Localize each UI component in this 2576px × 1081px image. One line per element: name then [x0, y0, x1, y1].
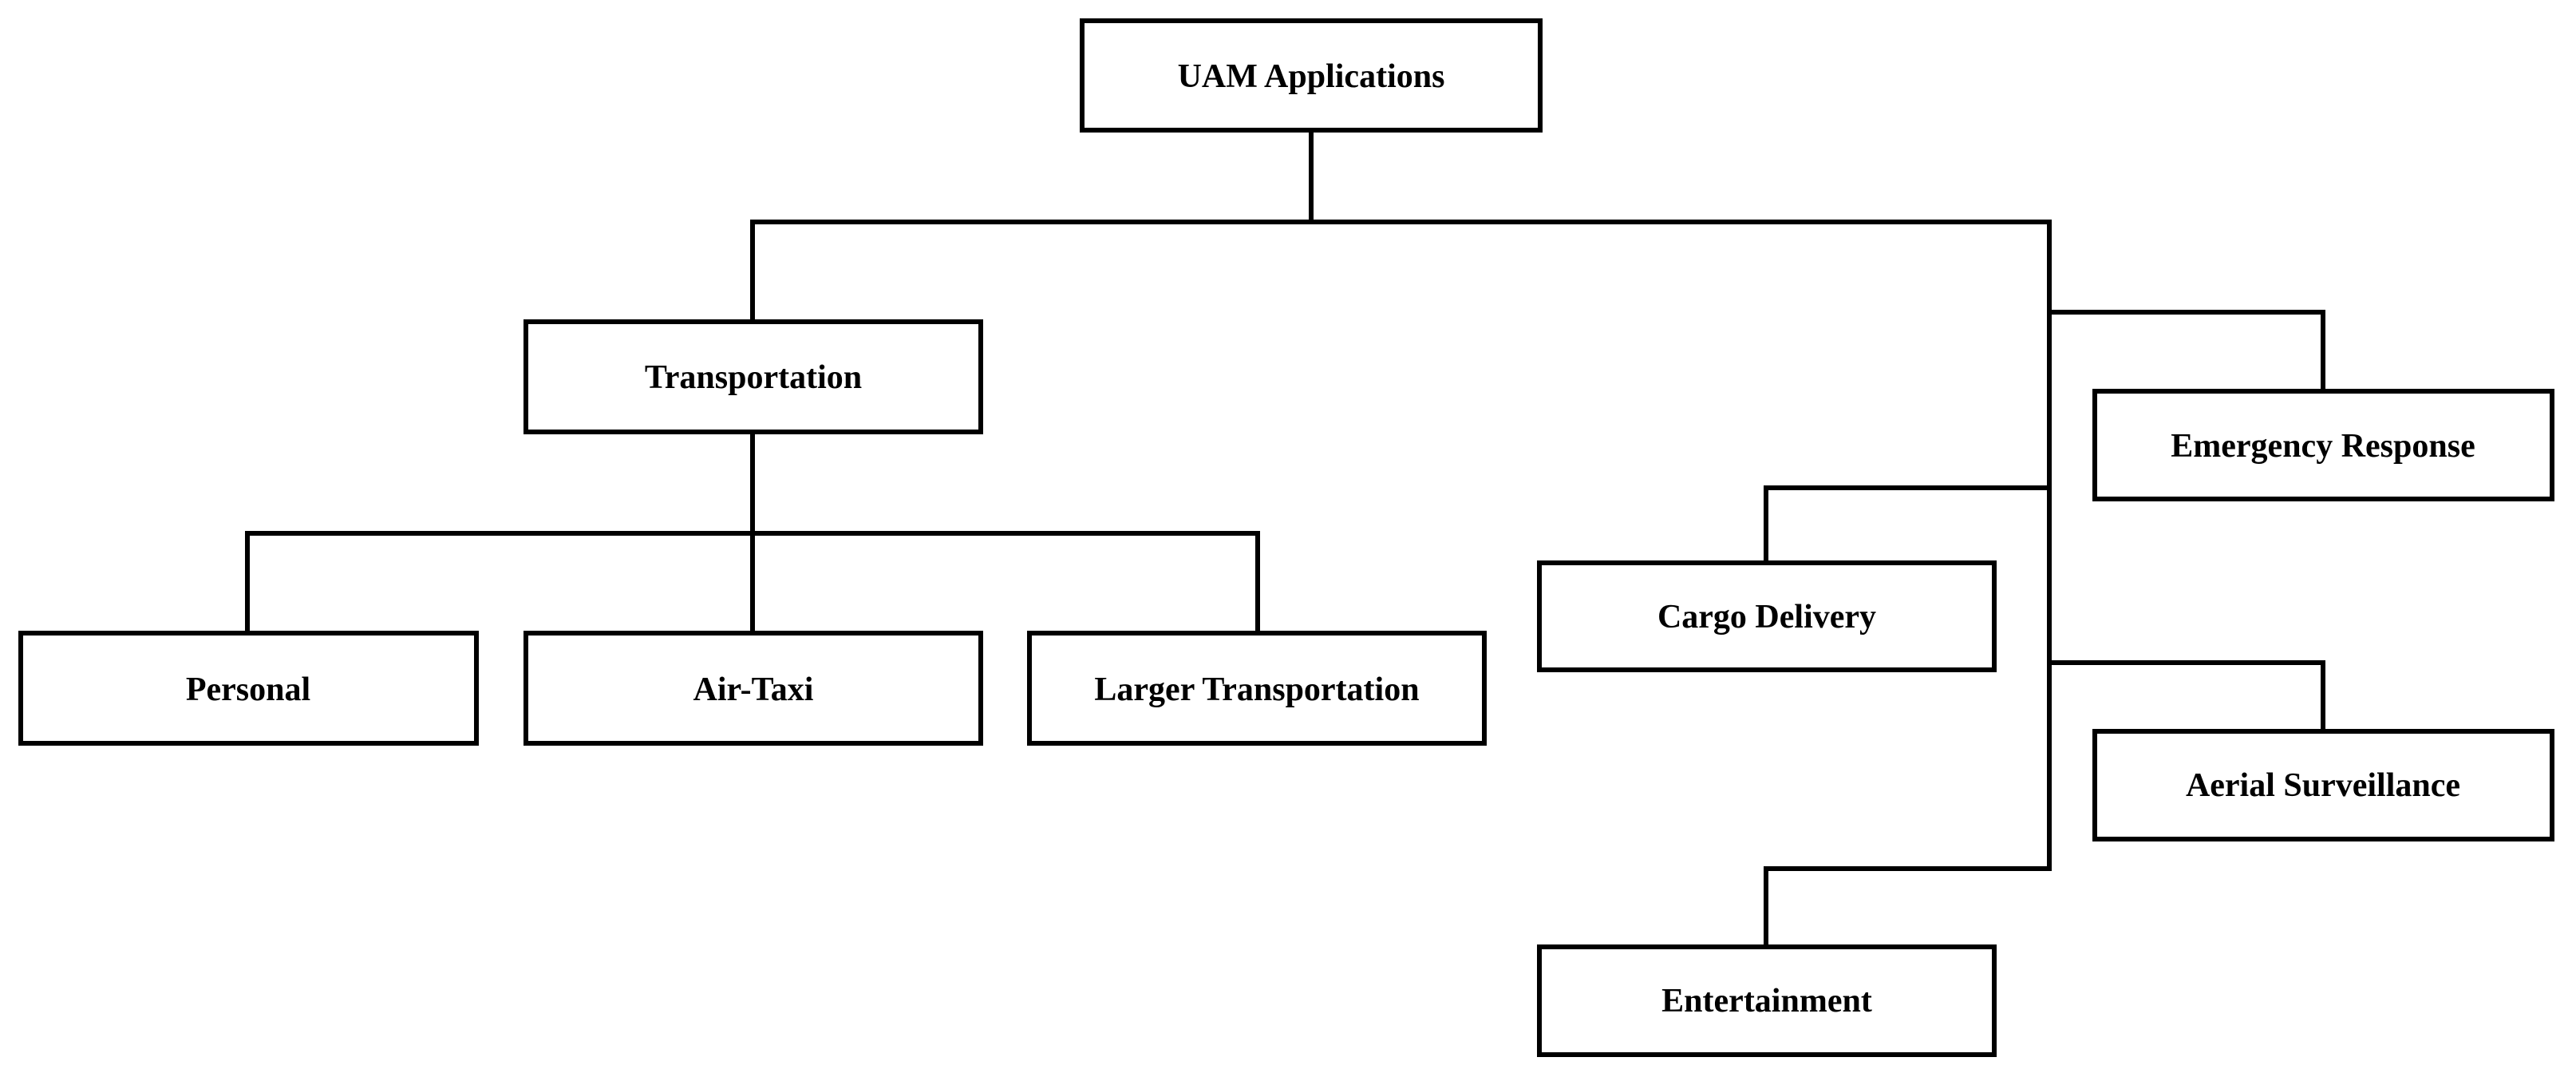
connector-root-to-transportation [750, 220, 1314, 322]
node-uam-applications: UAM Applications [1080, 18, 1543, 133]
node-label: UAM Applications [1178, 58, 1445, 95]
node-entertainment: Entertainment [1537, 944, 1997, 1057]
node-label: Entertainment [1661, 983, 1872, 1020]
node-transportation: Transportation [523, 319, 983, 434]
node-box [523, 631, 983, 746]
node-box [523, 319, 983, 434]
node-label: Transportation [645, 359, 862, 396]
node-air-taxi: Air-Taxi [523, 631, 983, 746]
node-box [18, 631, 479, 746]
connector-to-cargo-delivery [1764, 485, 2052, 563]
node-label: Larger Transportation [1094, 671, 1419, 708]
node-larger-transportation: Larger Transportation [1027, 631, 1487, 746]
node-label: Cargo Delivery [1657, 599, 1876, 636]
node-label: Air-Taxi [693, 671, 814, 708]
connector-to-aerial-surveillance [2047, 660, 2325, 731]
node-personal: Personal [18, 631, 479, 746]
node-box [1537, 944, 1997, 1057]
connector-to-emergency-response [2047, 310, 2325, 391]
connectors [245, 128, 2325, 947]
node-emergency-response: Emergency Response [2092, 389, 2554, 501]
node-label: Emergency Response [2171, 428, 2475, 465]
node-box [1027, 631, 1487, 746]
node-box [1080, 18, 1543, 133]
node-label: Aerial Surveillance [2186, 767, 2460, 804]
node-label: Personal [186, 671, 310, 708]
connector-root-to-right-trunk [1309, 220, 2052, 871]
node-box [1537, 560, 1997, 672]
node-cargo-delivery: Cargo Delivery [1537, 560, 1997, 672]
node-box [2092, 389, 2554, 501]
node-aerial-surveillance: Aerial Surveillance [2092, 729, 2554, 841]
connector-to-entertainment [1764, 866, 2052, 947]
node-box [2092, 729, 2554, 841]
